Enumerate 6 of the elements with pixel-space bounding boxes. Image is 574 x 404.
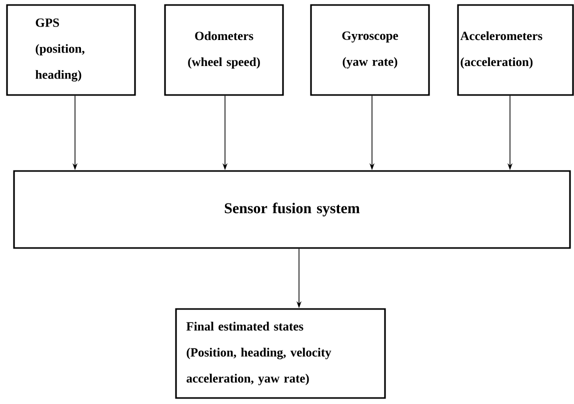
sensor-box: GPS (position, heading) bbox=[6, 4, 136, 96]
sensor-box: Accelerometers (acceleration) bbox=[457, 4, 574, 96]
output-box: Final estimated states (Position, heading, velocity acceleration, yaw rate) bbox=[175, 308, 386, 399]
fusion-box: Sensor fusion system bbox=[13, 170, 571, 249]
sensor-box: Gyroscope (yaw rate) bbox=[310, 4, 430, 96]
sensor-box: Odometers (wheel speed) bbox=[164, 4, 284, 96]
